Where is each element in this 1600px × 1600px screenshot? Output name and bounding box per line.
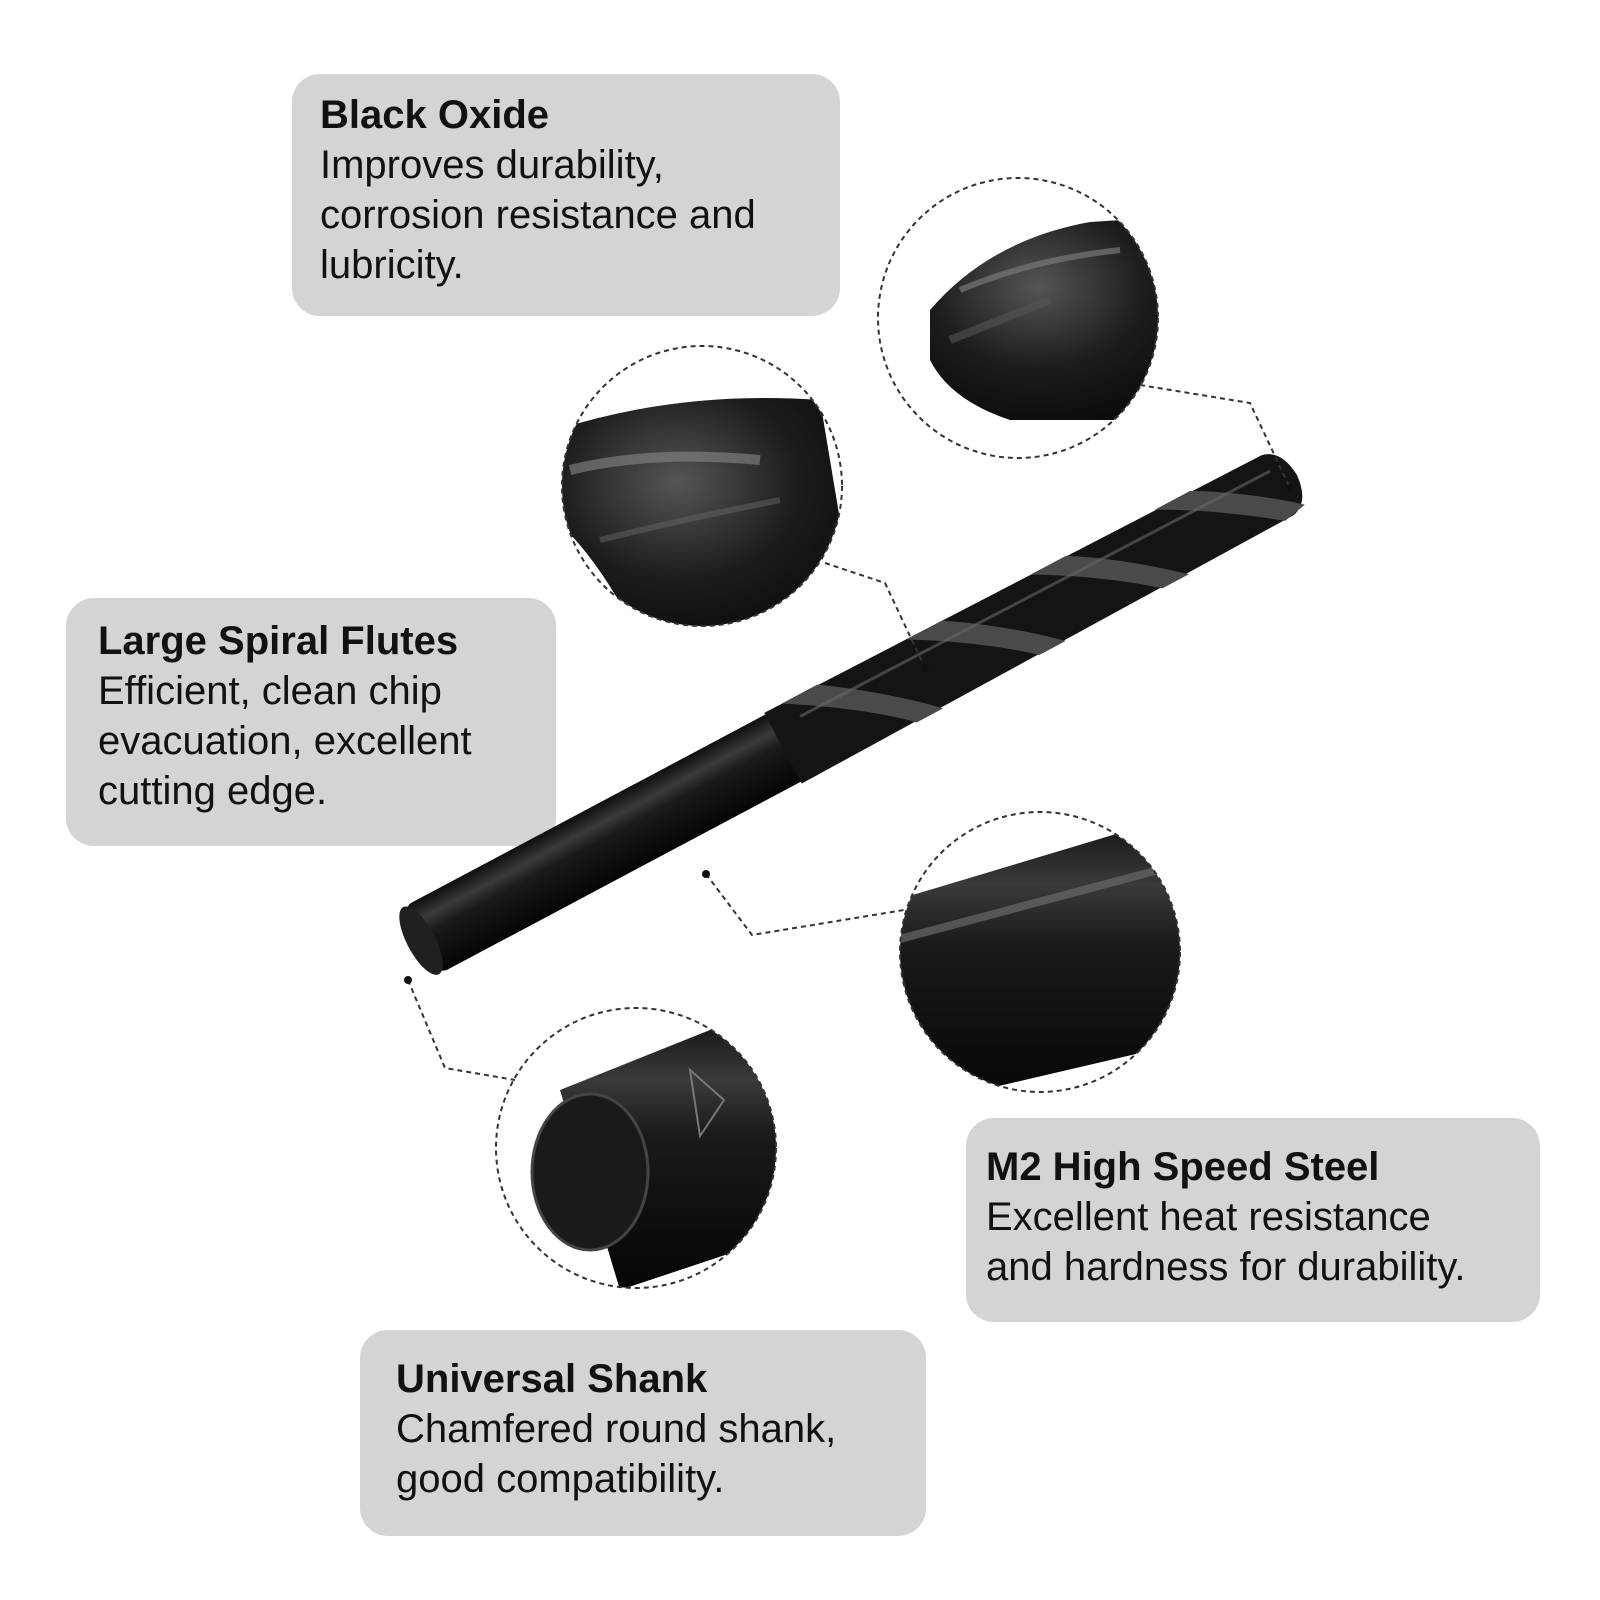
callout-title: Large Spiral Flutes xyxy=(98,619,459,663)
callout-title: Universal Shank xyxy=(396,1357,708,1401)
flute-closeup-icon xyxy=(561,345,843,627)
callout-line: corrosion resistance and xyxy=(320,193,756,237)
callout-black-oxide: Black Oxide Improves durability, corrosi… xyxy=(292,74,840,316)
callout-line: lubricity. xyxy=(320,243,464,287)
callout-line: and hardness for durability. xyxy=(986,1245,1466,1289)
leader-lines xyxy=(407,384,1291,1081)
drill-tip-closeup-icon xyxy=(877,177,1159,459)
callout-title: M2 High Speed Steel xyxy=(986,1145,1380,1189)
callout-title: Black Oxide xyxy=(320,93,550,137)
callout-line: Improves durability, xyxy=(320,143,664,187)
callout-large-spiral-flutes: Large Spiral Flutes Efficient, clean chi… xyxy=(66,598,556,846)
leader-line-shank-end xyxy=(407,979,516,1081)
callout-line: Efficient, clean chip xyxy=(98,669,442,713)
leader-dots xyxy=(404,484,1294,984)
leader-line-tip xyxy=(1139,384,1291,489)
callout-line: cutting edge. xyxy=(98,769,328,813)
callout-line: evacuation, excellent xyxy=(98,719,472,763)
drill-bit-icon xyxy=(399,454,1305,975)
leader-line-flute xyxy=(824,562,926,669)
callout-line: good compatibility. xyxy=(396,1457,725,1501)
callout-line: Chamfered round shank, xyxy=(396,1407,837,1451)
callout-m2-high-speed-steel: M2 High Speed Steel Excellent heat resis… xyxy=(966,1118,1540,1322)
leader-line-shank-body xyxy=(705,873,905,937)
shank-end-closeup-icon xyxy=(495,1007,777,1289)
shank-body-closeup-icon xyxy=(899,811,1181,1093)
callout-universal-shank: Universal Shank Chamfered round shank, g… xyxy=(360,1330,926,1536)
callout-line: Excellent heat resistance xyxy=(986,1195,1431,1239)
